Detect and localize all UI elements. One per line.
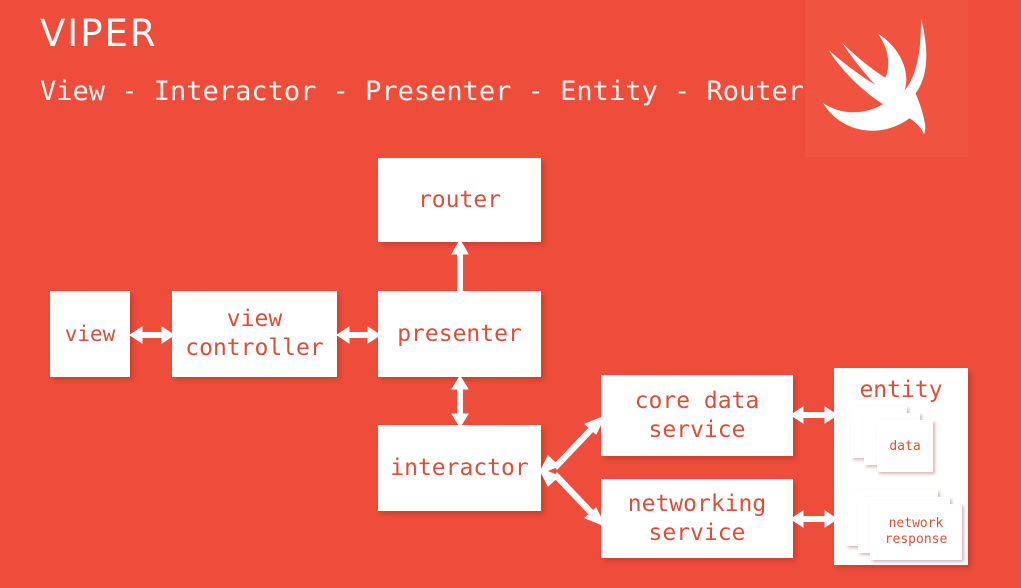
arrow-interactor-coredata	[537, 415, 607, 475]
entity-panel[interactable]: entity data data data network response n…	[834, 368, 968, 565]
entity-network-response-card: network response	[870, 504, 962, 560]
node-presenter[interactable]: presenter	[378, 291, 541, 377]
node-networking-service[interactable]: networking service	[601, 479, 793, 558]
swift-logo-panel	[805, 0, 968, 157]
page-title: VIPER	[40, 12, 158, 55]
arrow-coredata-entity	[790, 406, 838, 424]
entity-data-card: data	[877, 420, 933, 472]
node-core-data-service[interactable]: core data service	[601, 375, 793, 456]
arrow-view-viewcontroller	[129, 326, 175, 344]
page-subtitle: View - Interactor - Presenter - Entity -…	[40, 76, 805, 107]
node-interactor[interactable]: interactor	[378, 425, 541, 511]
arrow-networking-entity	[790, 510, 838, 528]
arrow-presenter-interactor	[451, 375, 469, 428]
swift-bird-icon	[823, 18, 927, 135]
entity-data-card-stack[interactable]: data data data	[851, 406, 961, 472]
arrow-interactor-networking	[537, 467, 607, 527]
arrow-viewcontroller-presenter	[336, 326, 381, 344]
node-view[interactable]: view	[50, 291, 130, 377]
entity-title: entity	[859, 377, 943, 403]
node-view-controller[interactable]: view controller	[172, 291, 337, 377]
entity-network-response-card-stack[interactable]: network response network response networ…	[846, 490, 968, 560]
node-router[interactable]: router	[378, 158, 541, 242]
arrow-presenter-router	[451, 238, 469, 294]
